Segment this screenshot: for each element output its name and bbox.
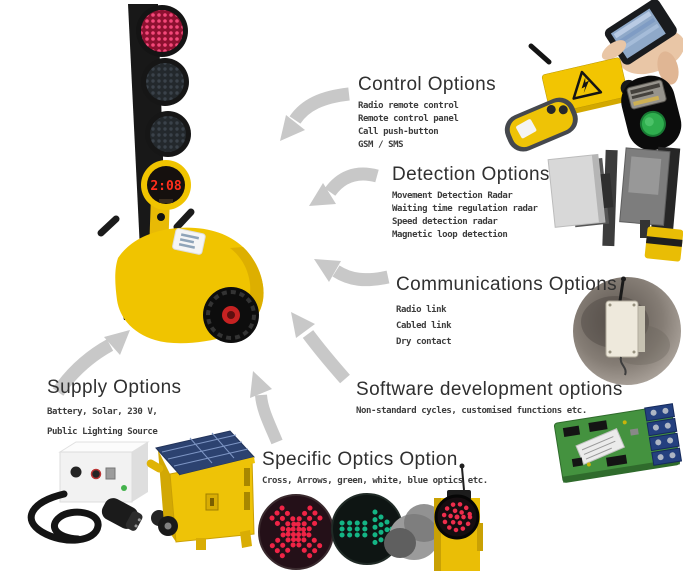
section-software-options: Software development options Non-standar… [356, 379, 623, 418]
arrow-control [280, 87, 350, 141]
section-detection-options: Detection Options Movement Detection Rad… [392, 164, 550, 242]
optics-option-item-1: Cross, Arrows, green, white, blue optics… [262, 476, 488, 486]
control-options-item-2: Remote control panel [358, 114, 459, 124]
supply-options-item-1: Battery, Solar, 230 V, [47, 407, 158, 417]
figure-red-cross-optic [258, 494, 334, 570]
arrow-detection [309, 167, 379, 206]
red-lamp [136, 5, 188, 57]
countdown-value: 2:08 [150, 179, 181, 194]
trolley-label [172, 228, 206, 255]
control-options-title: Control Options [358, 74, 497, 95]
figure-radio-link-box [573, 276, 681, 385]
supply-options-item-2: Public Lighting Source [47, 427, 158, 437]
trolley-wheel [203, 287, 259, 343]
power-plug [101, 498, 143, 531]
detection-options-item-2: Waiting time regulation radar [392, 204, 538, 214]
communications-options-item-1: Radio link [396, 305, 447, 315]
control-options-item-4: GSM / SMS [358, 140, 404, 150]
detection-options-title: Detection Options [392, 164, 550, 185]
arrow-software [291, 312, 350, 384]
green-lamp-off [145, 111, 191, 157]
arrow-supply [52, 330, 130, 396]
trolley-base [97, 208, 264, 344]
countdown-display: 2:08 [141, 160, 191, 210]
power-cable [27, 490, 102, 544]
detection-options-item-3: Speed detection radar [392, 217, 498, 227]
optics-option-title: Specific Optics Option [262, 449, 458, 470]
section-control-options: Control Options Radio remote control Rem… [358, 74, 496, 152]
supply-options-title: Supply Options [47, 377, 182, 398]
communications-options-item-2: Cabled link [396, 321, 452, 331]
software-options-item-1: Non-standard cycles, customised function… [356, 406, 587, 416]
detection-options-item-4: Magnetic loop detection [392, 230, 508, 240]
section-optics-option: Specific Optics Option Cross, Arrows, gr… [262, 449, 488, 488]
figure-traffic-light-closeup [384, 463, 483, 571]
communications-options-item-3: Dry contact [396, 337, 452, 347]
section-supply-options: Supply Options Battery, Solar, 230 V, Pu… [47, 377, 181, 442]
arrow-communications [314, 259, 390, 287]
software-options-title: Software development options [356, 379, 623, 400]
figure-radar-panels [547, 146, 683, 262]
figure-mains-supply-box [27, 441, 150, 544]
communications-options-title: Communications Options [396, 274, 618, 295]
detection-options-item-1: Movement Detection Radar [392, 191, 513, 201]
section-communications-options: Communications Options Radio link Cabled… [396, 274, 617, 350]
figure-remote-control-handset [504, 97, 578, 152]
amber-lamp-off [141, 58, 189, 106]
control-options-item-3: Call push-button [358, 127, 439, 137]
figure-call-push-button [621, 75, 682, 151]
figure-smartphone-in-hand [601, 0, 683, 85]
control-options-item-1: Radio remote control [358, 101, 459, 111]
figure-circuit-board [553, 403, 683, 483]
traffic-light-device: 2:08 [97, 4, 264, 344]
arrow-optics [250, 371, 283, 445]
figure-solar-trolley [146, 430, 255, 550]
